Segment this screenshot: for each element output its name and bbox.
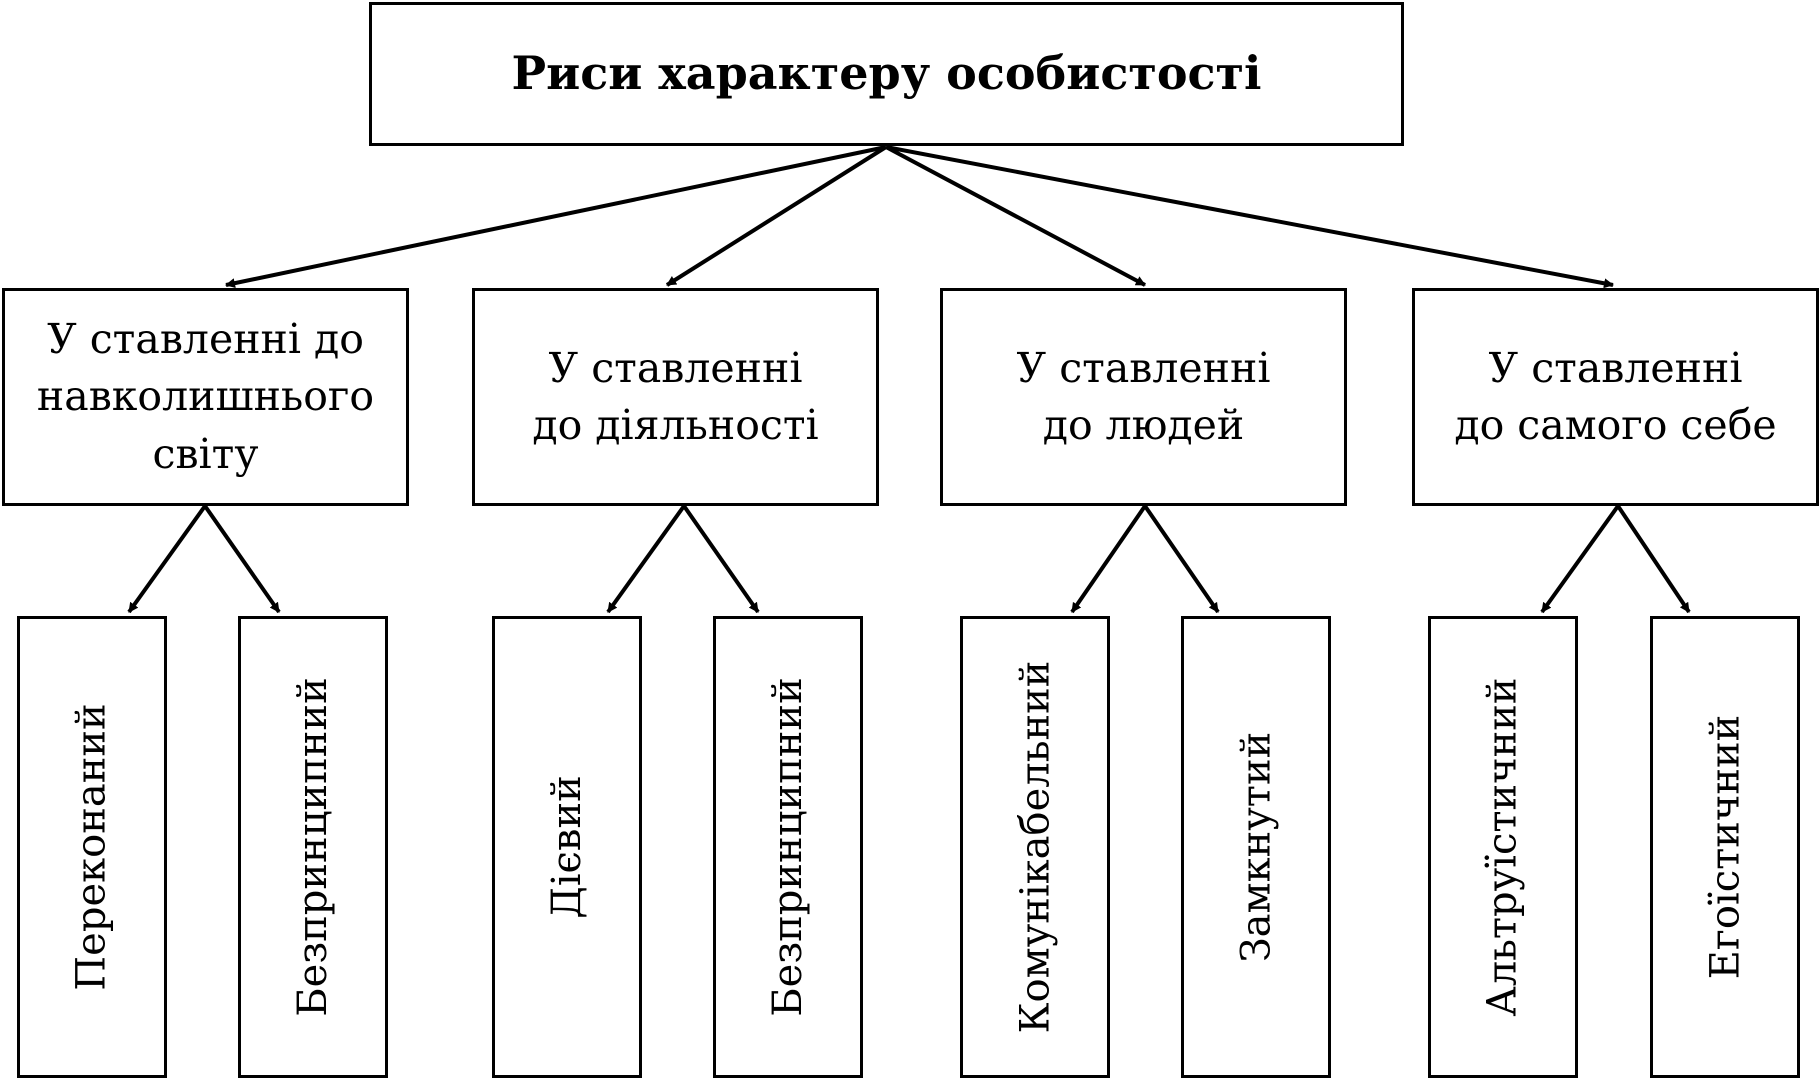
arrow-category-4-to-trait-2 [1616,504,1691,614]
trait-node: Безпринципний [238,616,388,1078]
trait-node: Дієвий [492,616,642,1078]
arrow-category-1-to-trait-1 [127,504,207,614]
arrow-category-2-to-trait-2 [682,504,760,614]
trait-node-label: Безпринципний [290,677,336,1017]
category-label-line: навколишнього [36,372,375,421]
trait-node-label: Альтруїстичний [1480,677,1527,1017]
trait-node: Переконаний [17,616,167,1078]
category-node-label: У ставленні до діяльності [532,340,818,455]
trait-node: Комунікабельний [960,616,1110,1078]
trait-node-label: Замкнутий [1233,731,1279,963]
arrow-category-2-to-trait-1 [606,504,686,614]
arrow-category-4-to-trait-1 [1540,504,1620,614]
trait-node-label: Дієвий [544,775,590,919]
category-label-line: до діяльності [532,401,819,449]
trait-node-label: Переконаний [69,703,115,991]
category-label-line: У ставленні [1016,343,1271,392]
trait-node: Егоїстичний [1650,616,1800,1078]
trait-node-label: Егоїстичний [1702,714,1748,980]
trait-node-label: Комунікабельний [1012,660,1059,1034]
trait-node: Замкнутий [1181,616,1331,1078]
arrow-root-to-category-3 [885,145,1146,287]
category-label-line: У ставленні [1488,343,1743,392]
category-label-line: до людей [1042,401,1245,449]
category-label-line: У ставленні [548,343,803,392]
category-node-activity: У ставленні до діяльності [472,288,879,506]
category-label-line: до самого себе [1454,401,1777,449]
arrow-category-3-to-trait-1 [1070,504,1147,614]
category-node-label: У ставленні до самого себе [1454,340,1776,455]
arrow-root-to-category-1 [225,145,887,289]
trait-node: Безпринципний [713,616,863,1078]
category-node-label: У ставленні до людей [1017,340,1271,455]
category-node-surroundings: У ставленні до навколишнього світу [2,288,409,506]
root-node: Риси характеру особистості [369,2,1404,146]
arrow-root-to-category-4 [885,145,1614,289]
category-node-self: У ставленні до самого себе [1412,288,1819,506]
arrow-category-1-to-trait-2 [203,504,281,614]
root-node-label: Риси характеру особистості [511,46,1262,101]
arrow-category-3-to-trait-2 [1143,504,1220,614]
category-label-line: світу [152,429,259,478]
category-node-label: У ставленні до навколишнього світу [37,311,374,483]
category-label-line: У ставленні до [47,314,364,363]
trait-node-label: Безпринципний [765,677,811,1017]
trait-node: Альтруїстичний [1428,616,1578,1078]
arrow-root-to-category-2 [665,145,888,287]
category-node-people: У ставленні до людей [940,288,1347,506]
